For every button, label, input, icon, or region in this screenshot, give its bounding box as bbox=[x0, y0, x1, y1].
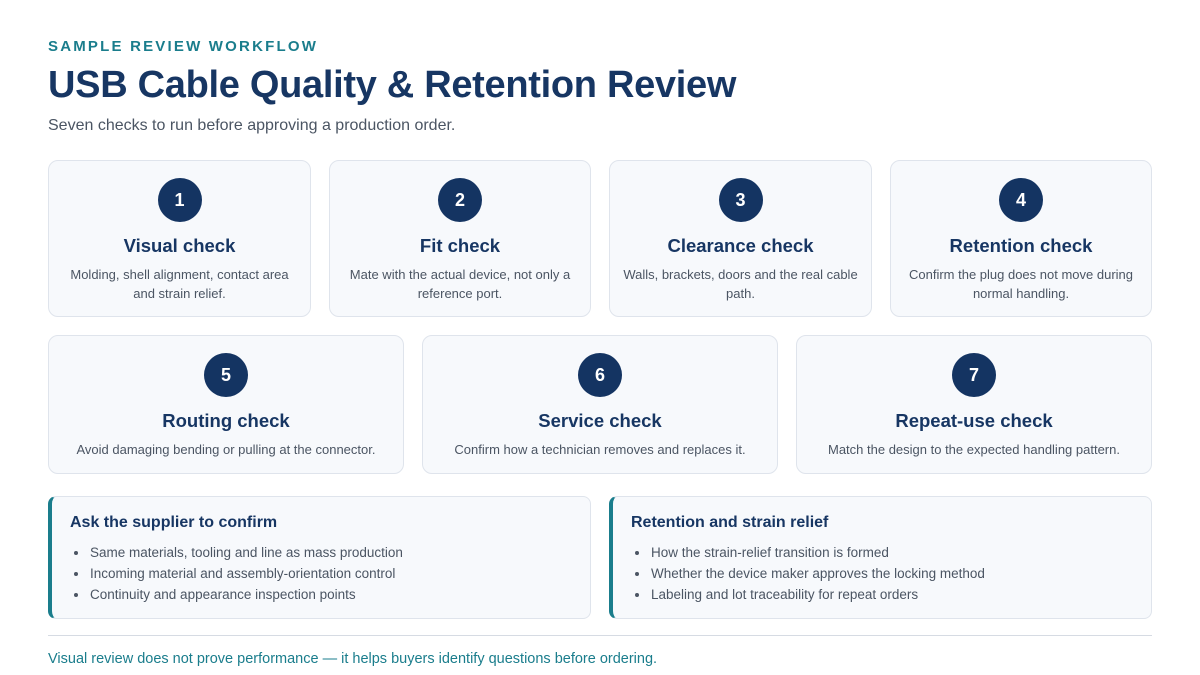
retention-strain-panel: Retention and strain relief How the stra… bbox=[609, 496, 1152, 619]
check-description: Avoid damaging bending or pulling at the… bbox=[76, 442, 376, 457]
check-title: Repeat-use check bbox=[895, 410, 1053, 431]
supplier-confirm-panel: Ask the supplier to confirm Same materia… bbox=[48, 496, 591, 619]
panel-list: How the strain-relief transition is form… bbox=[631, 542, 1133, 605]
check-card-routing: 5 Routing check Avoid damaging bending o… bbox=[48, 335, 404, 474]
check-title: Visual check bbox=[123, 235, 236, 256]
page-subtitle: Seven checks to run before approving a p… bbox=[48, 117, 456, 134]
footer-divider bbox=[48, 635, 1152, 636]
panel-list: Same materials, tooling and line as mass… bbox=[70, 542, 572, 605]
check-card-fit: 2 Fit check Mate with the actual device,… bbox=[329, 160, 591, 317]
step-badge: 3 bbox=[718, 178, 763, 222]
step-badge: 1 bbox=[157, 178, 202, 222]
step-badge: 2 bbox=[438, 178, 482, 222]
list-item: Same materials, tooling and line as mass… bbox=[70, 542, 572, 563]
check-title: Clearance check bbox=[667, 235, 814, 256]
check-description: Mate with the actual device, not only a … bbox=[349, 267, 571, 301]
check-card-service: 6 Service check Confirm how a technician… bbox=[422, 335, 778, 474]
check-description: Confirm how a technician removes and rep… bbox=[454, 442, 746, 457]
check-card-clearance: 3 Clearance check Walls, brackets, doors… bbox=[609, 160, 872, 317]
check-description: Confirm the plug does not move during no… bbox=[908, 267, 1133, 301]
panel-title: Retention and strain relief bbox=[631, 514, 829, 531]
check-card-visual: 1 Visual check Molding, shell alignment,… bbox=[48, 160, 311, 317]
step-badge: 4 bbox=[999, 178, 1043, 222]
check-title: Fit check bbox=[419, 235, 501, 256]
list-item: Whether the device maker approves the lo… bbox=[631, 563, 1133, 584]
check-card-retention: 4 Retention check Confirm the plug does … bbox=[890, 160, 1152, 317]
list-item: Labeling and lot traceability for repeat… bbox=[631, 584, 1133, 605]
footer-note: Visual review does not prove performance… bbox=[48, 651, 658, 667]
check-description: Walls, brackets, doors and the real cabl… bbox=[623, 267, 858, 301]
list-item: Continuity and appearance inspection poi… bbox=[70, 584, 572, 605]
check-description: Match the design to the expected handlin… bbox=[828, 442, 1120, 457]
check-title: Service check bbox=[538, 410, 662, 431]
panel-title: Ask the supplier to confirm bbox=[70, 514, 278, 531]
list-item: How the strain-relief transition is form… bbox=[631, 542, 1133, 563]
step-badge: 6 bbox=[578, 353, 622, 397]
eyebrow: SAMPLE REVIEW WORKFLOW bbox=[48, 38, 319, 55]
check-title: Routing check bbox=[162, 410, 290, 431]
check-title: Retention check bbox=[949, 235, 1093, 256]
step-badge: 5 bbox=[204, 353, 248, 397]
step-badge: 7 bbox=[952, 353, 996, 397]
check-card-repeat-use: 7 Repeat-use check Match the design to t… bbox=[796, 335, 1152, 474]
list-item: Incoming material and assembly-orientati… bbox=[70, 563, 572, 584]
check-description: Molding, shell alignment, contact area a… bbox=[70, 267, 289, 301]
page-title: USB Cable Quality & Retention Review bbox=[48, 64, 737, 106]
